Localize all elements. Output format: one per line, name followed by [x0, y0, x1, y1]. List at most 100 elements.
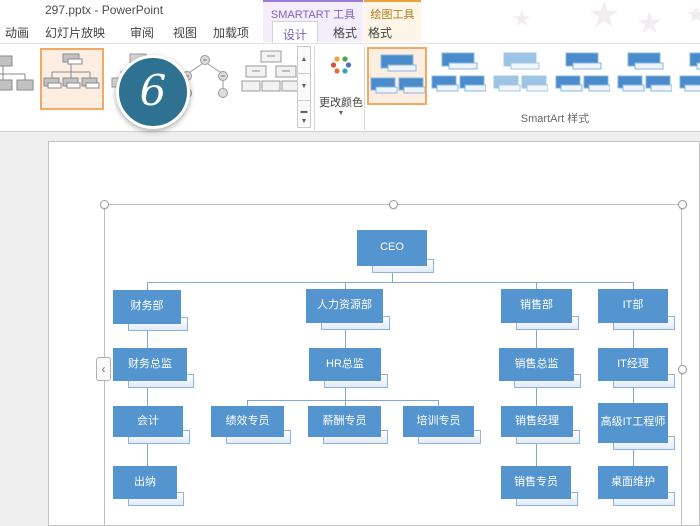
drawing-tools-group: 绘图工具 [364, 0, 421, 42]
step-annotation-badge: 6 [116, 55, 190, 129]
org-node-cashier[interactable]: 出纳 [113, 466, 184, 506]
org-chart-thumbnail-icon [0, 55, 34, 91]
org-node-performance-specialist[interactable]: 绩效专员 [211, 406, 291, 444]
change-colors-button[interactable]: 更改颜色 ▼ [318, 46, 364, 130]
smartart-style-2[interactable] [430, 47, 490, 105]
tab-smartart-format[interactable]: 格式 [333, 26, 358, 40]
org-node-shape[interactable]: HR总监 [309, 348, 381, 381]
name-title-org-chart-thumbnail-icon [43, 53, 100, 89]
resize-handle-middle-right[interactable] [678, 365, 687, 374]
org-node-shape[interactable]: 高级IT工程师 [598, 403, 668, 443]
org-node-shape[interactable]: 人力资源部 [306, 289, 383, 323]
step-number: 6 [139, 66, 167, 115]
decorative-star-icon: ★ [686, 2, 700, 27]
style-thumbnail-icon [370, 54, 425, 94]
tab-animation[interactable]: 动画 [5, 26, 30, 40]
connector-line [536, 282, 537, 290]
org-node-desktop-maintenance[interactable]: 桌面维护 [598, 466, 675, 506]
org-node-hr-dept[interactable]: 人力资源部 [306, 289, 390, 330]
tab-slideshow[interactable]: 幻灯片放映 [45, 26, 106, 40]
connector-line [536, 388, 537, 406]
ribbon: ▲ ▼ ▬▼ 更改颜色 ▼ [0, 44, 700, 132]
connector-line [392, 271, 393, 282]
org-node-finance-director[interactable]: 财务总监 [113, 348, 194, 388]
org-node-it-dept[interactable]: IT部 [598, 289, 675, 330]
org-node-shape[interactable]: 薪酬专员 [308, 406, 381, 437]
style-thumbnail-icon [555, 52, 610, 92]
decorative-star-icon: ★ [588, 0, 621, 35]
layout-option-2-selected[interactable] [40, 48, 104, 110]
connector-line [147, 444, 148, 466]
layout-gallery-scrollbar: ▲ ▼ ▬▼ [297, 46, 311, 128]
org-node-compensation-specialist[interactable]: 薪酬专员 [308, 406, 388, 444]
org-node-shape[interactable]: 绩效专员 [211, 406, 284, 437]
org-node-ceo[interactable]: CEO [357, 230, 434, 273]
org-node-shape[interactable]: 培训专员 [403, 406, 474, 437]
org-node-it-manager[interactable]: IT经理 [598, 348, 675, 388]
org-node-shape[interactable]: 销售部 [501, 289, 572, 323]
slide-canvas[interactable]: ‹ [48, 141, 700, 526]
org-node-training-specialist[interactable]: 培训专员 [403, 406, 481, 444]
resize-handle-top-right[interactable] [678, 200, 687, 209]
decorative-star-icon: ★ [636, 7, 663, 40]
smartart-style-5[interactable] [616, 47, 676, 105]
change-colors-label: 更改颜色 [319, 97, 363, 109]
org-node-shape[interactable]: IT经理 [598, 348, 668, 381]
tab-addins[interactable]: 加载项 [213, 26, 250, 40]
layout-option-5[interactable] [241, 48, 305, 110]
smartart-style-4[interactable] [554, 47, 614, 105]
smartart-selection-frame[interactable]: ‹ [96, 200, 687, 525]
smartart-styles-group-label: SmartArt 样式 [520, 113, 590, 125]
org-node-shape[interactable]: 出纳 [113, 466, 177, 499]
layout-option-1[interactable] [0, 48, 36, 110]
org-node-sales-dept[interactable]: 销售部 [501, 289, 579, 330]
connector-line [247, 400, 439, 401]
org-node-shape[interactable]: IT部 [598, 289, 668, 323]
smartart-style-6[interactable] [678, 47, 700, 105]
org-node-accountant[interactable]: 会计 [113, 406, 190, 444]
org-node-sales-specialist[interactable]: 销售专员 [501, 466, 578, 506]
style-thumbnail-icon [679, 52, 700, 92]
group-separator [314, 46, 315, 130]
workspace: ‹ [0, 132, 700, 526]
tab-review[interactable]: 审阅 [130, 26, 155, 40]
org-node-shape[interactable]: 会计 [113, 406, 183, 437]
connector-line [345, 388, 346, 400]
org-node-shape[interactable]: 销售总监 [499, 348, 574, 381]
org-node-hr-director[interactable]: HR总监 [309, 348, 388, 388]
tab-drawing-format[interactable]: 格式 [368, 26, 393, 40]
decorative-star-icon: ★ [512, 6, 532, 31]
smartart-style-3[interactable] [492, 47, 552, 105]
connector-line [633, 388, 634, 403]
chevron-left-icon: ‹ [101, 362, 106, 376]
connector-line [147, 330, 148, 348]
connector-line [345, 330, 346, 348]
resize-handle-top-left[interactable] [100, 200, 109, 209]
org-node-senior-it-engineer[interactable]: 高级IT工程师 [598, 403, 675, 450]
text-pane-toggle-button[interactable]: ‹ [96, 357, 111, 381]
org-node-shape[interactable]: CEO [357, 230, 427, 266]
org-node-shape[interactable]: 销售专员 [501, 466, 571, 499]
layout-gallery-more-icon[interactable]: ▬▼ [297, 100, 311, 128]
org-node-sales-director[interactable]: 销售总监 [499, 348, 581, 388]
drawing-tools-header: 绘图工具 [370, 9, 415, 21]
resize-handle-top-center[interactable] [389, 200, 398, 209]
connector-line [536, 444, 537, 466]
layout-gallery-down-icon[interactable]: ▼ [297, 73, 311, 101]
connector-line [247, 400, 248, 406]
org-node-shape[interactable]: 财务部 [113, 290, 181, 324]
org-node-shape[interactable]: 销售经理 [501, 406, 573, 437]
org-node-shape[interactable]: 财务总监 [113, 348, 187, 381]
org-node-finance-dept[interactable]: 财务部 [113, 290, 188, 331]
connector-line [147, 282, 148, 290]
tab-smartart-design-selected[interactable]: 设计 [272, 21, 318, 43]
connector-line [633, 282, 634, 290]
org-node-sales-manager[interactable]: 销售经理 [501, 406, 580, 444]
org-node-shape[interactable]: 桌面维护 [598, 466, 668, 499]
connector-line [536, 330, 537, 348]
tab-view[interactable]: 视图 [173, 26, 198, 40]
connector-line [633, 330, 634, 348]
smartart-style-1-selected[interactable] [367, 47, 427, 105]
layout-gallery-up-icon[interactable]: ▲ [297, 46, 311, 74]
connector-line [345, 400, 346, 406]
